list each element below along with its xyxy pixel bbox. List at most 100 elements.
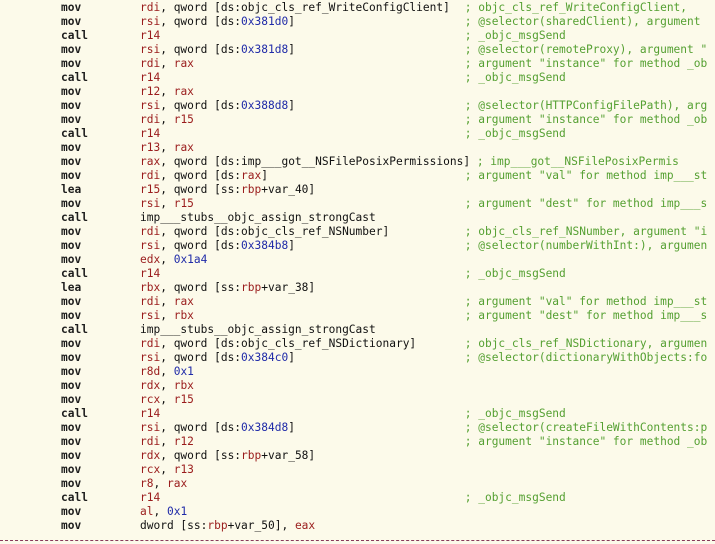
- operand-text: r12, rax: [140, 85, 194, 98]
- operand-text: edx, 0x1a4: [140, 253, 208, 266]
- mnemonic: mov: [61, 351, 82, 364]
- mnemonic: mov: [61, 463, 82, 476]
- mnemonic: call: [61, 323, 88, 336]
- operands: r14 ; _objc_msgSend: [140, 407, 566, 421]
- register: rcx: [140, 463, 161, 476]
- operands: rdi, qword [ds:objc_cls_ref_NSNumber] ; …: [140, 225, 707, 239]
- register: rbp: [241, 449, 262, 462]
- register: rax: [173, 57, 194, 70]
- instruction-line[interactable]: lea r15, qword [ss:rbp+var_40]: [0, 183, 715, 197]
- mnemonic: mov: [61, 449, 82, 462]
- operand-text: r8, rax: [140, 477, 188, 490]
- instruction-line[interactable]: call r14 ; _objc_msgSend: [0, 491, 715, 505]
- comment: ; imp___got__NSFilePosixPermis: [476, 155, 679, 168]
- register: al: [140, 505, 154, 518]
- register: r15: [173, 197, 194, 210]
- operand-text: rsi, qword [ds:0x381d0]: [140, 15, 295, 28]
- instruction-line[interactable]: call r14 ; _objc_msgSend: [0, 407, 715, 421]
- mnemonic: call: [61, 211, 88, 224]
- register: r14: [140, 127, 161, 140]
- operand-text: rdi, qword [ds:objc_cls_ref_WriteConfigC…: [140, 1, 450, 14]
- register: edx: [140, 253, 161, 266]
- register: r15: [140, 183, 161, 196]
- operands: rsi, qword [ds:0x381d0] ; @selector(shar…: [140, 15, 701, 29]
- register: rbp: [241, 281, 262, 294]
- operand-text: imp___stubs__objc_assign_strongCast: [140, 323, 376, 336]
- mnemonic: call: [61, 407, 88, 420]
- hex-value: 0x388d8: [241, 99, 289, 112]
- procedure-separator: [0, 540, 715, 541]
- comment: ; argument "dest" for method imp___s: [464, 197, 708, 210]
- operand-text: r14: [140, 71, 458, 85]
- operands: r13, rax: [140, 141, 458, 155]
- instruction-line[interactable]: mov r12, rax: [0, 85, 715, 99]
- hex-value: 0x384c0: [241, 351, 289, 364]
- operands: r15, qword [ss:rbp+var_40]: [140, 183, 458, 197]
- operands: rsi, rbx ; argument "dest" for method im…: [140, 309, 707, 323]
- register: rbx: [140, 281, 161, 294]
- mnemonic: call: [61, 127, 88, 140]
- register: rax: [173, 85, 194, 98]
- comment: ; _objc_msgSend: [464, 71, 566, 84]
- operands: r8, rax: [140, 477, 458, 491]
- comment: ; argument "val" for method imp___st: [464, 169, 708, 182]
- comment: ; objc_cls_ref_NSNumber, argument "i: [464, 225, 708, 238]
- instruction-line[interactable]: call imp___stubs__objc_assign_strongCast: [0, 211, 715, 225]
- mnemonic: mov: [61, 505, 82, 518]
- register: rsi: [140, 239, 161, 252]
- instruction-line[interactable]: call imp___stubs__objc_assign_strongCast: [0, 323, 715, 337]
- operands: r12, rax: [140, 85, 458, 99]
- operand-text: rbx, qword [ss:rbp+var_38]: [140, 281, 316, 294]
- register: rcx: [140, 393, 161, 406]
- operands: al, 0x1: [140, 505, 458, 519]
- mnemonic: call: [61, 491, 88, 504]
- operands: rdx, qword [ss:rbp+var_58]: [140, 449, 458, 463]
- operand-text: rdi, rax: [140, 295, 194, 308]
- disassembly-listing[interactable]: mov rdi, qword [ds:objc_cls_ref_WriteConf…: [0, 1, 715, 533]
- operands: imp___stubs__objc_assign_strongCast: [140, 323, 458, 337]
- operand-text: imp___stubs__objc_assign_strongCast: [140, 211, 376, 224]
- mnemonic: mov: [61, 85, 82, 98]
- instruction-line[interactable]: mov rdx, qword [ss:rbp+var_58]: [0, 449, 715, 463]
- mnemonic: mov: [61, 99, 82, 112]
- register: r14: [140, 491, 161, 504]
- register: r14: [140, 29, 161, 42]
- instruction-line[interactable]: mov rsi, rbx ; argument "dest" for method…: [0, 309, 715, 323]
- operands: r14 ; _objc_msgSend: [140, 491, 566, 505]
- instruction-line[interactable]: mov al, 0x1: [0, 505, 715, 519]
- comment: ; argument "instance" for method _ob: [464, 435, 708, 448]
- mnemonic: lea: [61, 183, 82, 196]
- operands: rsi, qword [ds:0x384d8] ; @selector(crea…: [140, 421, 707, 435]
- mnemonic: mov: [61, 309, 82, 322]
- comment: ; @selector(numberWithInt:), argumen: [464, 239, 708, 252]
